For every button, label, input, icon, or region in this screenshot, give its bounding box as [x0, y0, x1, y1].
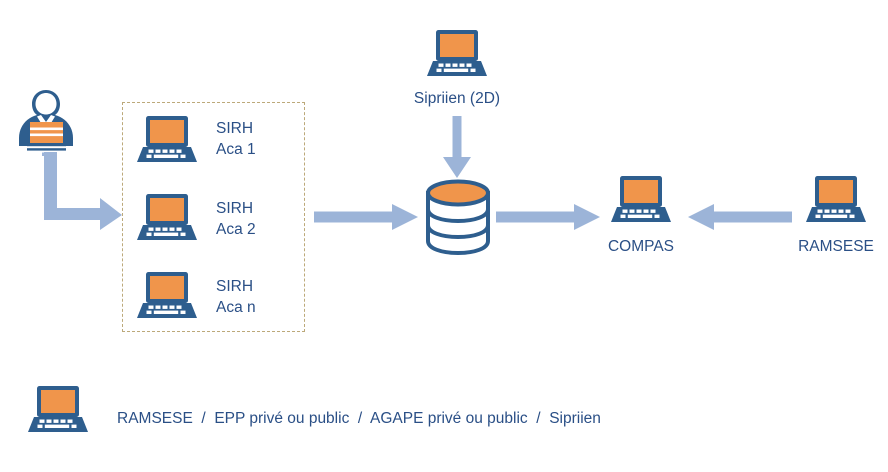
sirh-aca-n-line2: Aca n: [216, 299, 256, 316]
person-with-laptop-icon: [14, 84, 78, 156]
sirh-aca-n-label: SIRH Aca n: [216, 276, 256, 318]
sirh-aca-1-line2: Aca 1: [216, 141, 256, 158]
arrow-sipriien-to-database: [443, 116, 471, 178]
sipriien-label: Sipriien (2D): [413, 90, 501, 107]
sirh-aca-2-label: SIRH Aca 2: [216, 198, 256, 240]
laptop-icon-compas: [611, 176, 671, 224]
laptop-icon-ramsese: [806, 176, 866, 224]
legend-label: RAMSESE / EPP privé ou public / AGAPE pr…: [117, 410, 601, 427]
arrow-ramsese-to-compas: [688, 204, 792, 230]
sirh-aca-1-label: SIRH Aca 1: [216, 118, 256, 160]
sirh-aca-2-line2: Aca 2: [216, 221, 256, 238]
arrow-sirh-to-database: [314, 204, 418, 230]
legend-laptop-icon: [28, 386, 88, 434]
sirh-group-box: [122, 102, 305, 332]
arrow-person-to-sirh: [38, 152, 124, 230]
laptop-icon-sirh-aca-n: [137, 272, 197, 320]
database-cylinder-icon: [424, 179, 492, 255]
sirh-aca-2-line1: SIRH: [216, 200, 254, 217]
laptop-icon-sirh-aca-2: [137, 194, 197, 242]
ramsese-label: RAMSESE: [798, 238, 874, 255]
arrow-database-to-compas: [496, 204, 600, 230]
laptop-icon-sipriien: [427, 30, 487, 78]
compas-label: COMPAS: [607, 238, 675, 255]
laptop-icon-sirh-aca-1: [137, 116, 197, 164]
sirh-aca-1-line1: SIRH: [216, 120, 254, 137]
sirh-aca-n-line1: SIRH: [216, 278, 254, 295]
